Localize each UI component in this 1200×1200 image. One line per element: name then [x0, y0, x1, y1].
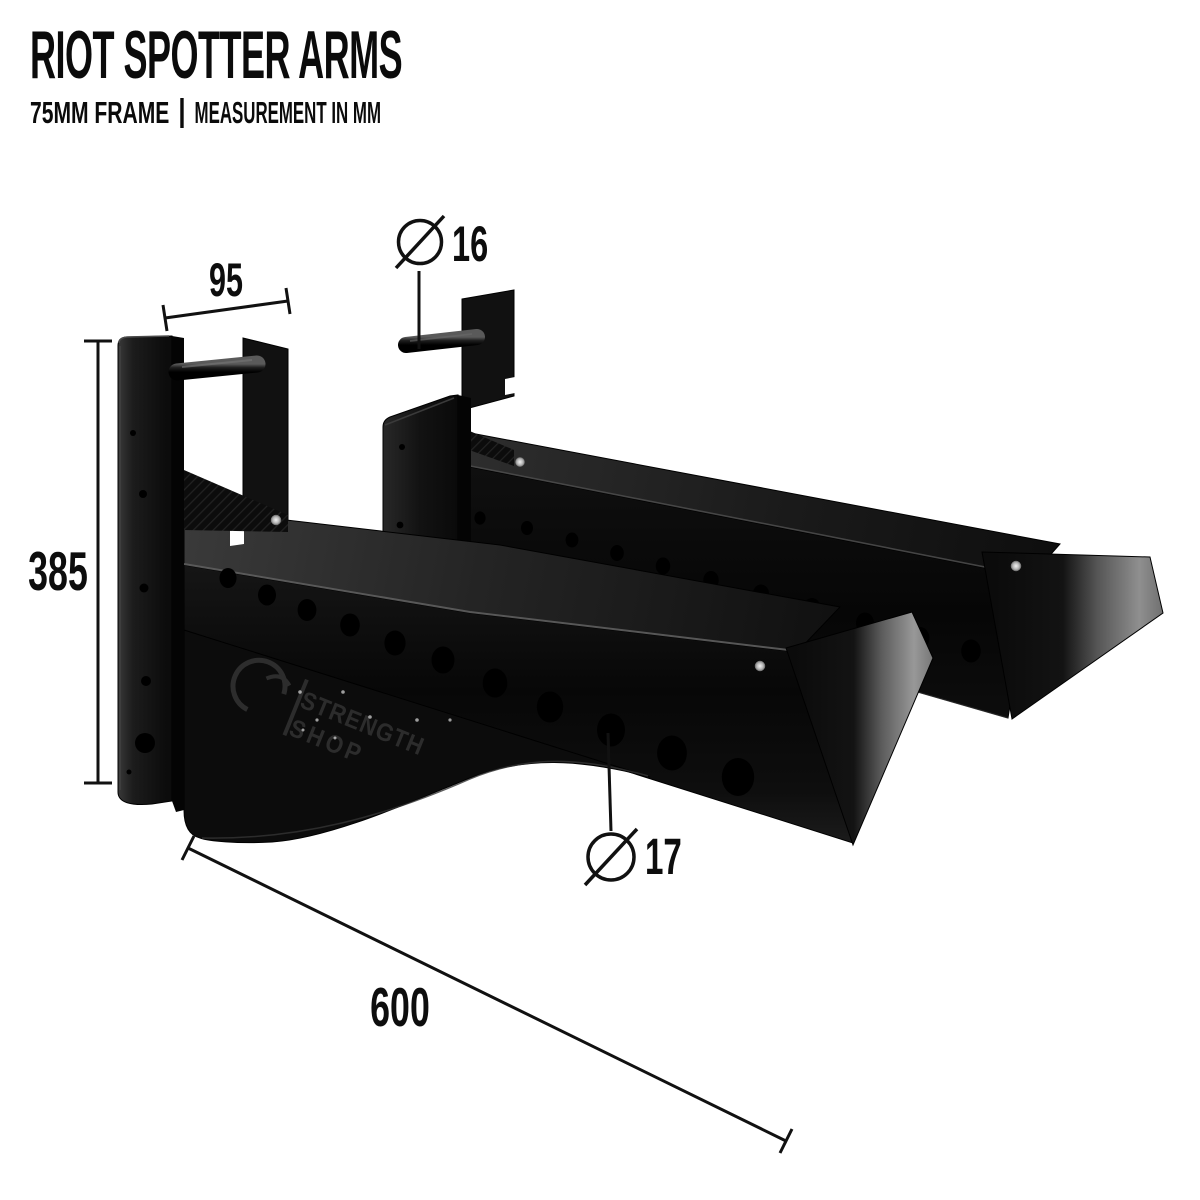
arm-skirt	[183, 629, 651, 844]
back-plate-holes	[126, 430, 155, 775]
arm-front-edge-highlight	[459, 463, 1032, 577]
screw	[270, 514, 282, 526]
back-plate-top-highlight	[384, 397, 455, 426]
dimension-17-label: 17	[645, 829, 682, 886]
leader-line	[606, 732, 613, 832]
back-plate-side	[172, 336, 184, 812]
dimension-385-label: 385	[28, 540, 88, 602]
dimension-annotations: 95 16 385 600	[28, 214, 794, 1154]
spotter-arm-left: STRENGTH SHOP	[117, 335, 934, 847]
dimension-385: 385	[28, 339, 112, 785]
weight-pin	[168, 355, 266, 381]
dimension-600-label: 600	[370, 976, 430, 1038]
logo-speckles	[298, 690, 452, 740]
hook-notch	[505, 377, 515, 395]
diameter-symbol-icon	[586, 832, 636, 882]
screw	[1010, 560, 1022, 572]
page-subtitle: 75MM FRAME MEASUREMENT IN MM	[30, 97, 507, 128]
callout-diameter-16: 16	[394, 214, 488, 349]
dimension-16-label: 16	[452, 216, 488, 272]
hook-plate	[461, 289, 515, 411]
dimension-95: 95	[161, 254, 292, 332]
diameter-symbol-icon	[396, 218, 444, 266]
callout-diameter-17: 17	[583, 732, 682, 887]
weld-gusset	[184, 470, 288, 532]
page-title: RIOT SPOTTER ARMS	[30, 17, 403, 93]
dimension-600: 600	[180, 835, 794, 1154]
title-block: RIOT SPOTTER ARMS 75MM FRAME MEASUREMENT…	[30, 17, 732, 128]
skirt-arch-highlight	[201, 760, 649, 839]
dimension-95-label: 95	[209, 254, 243, 306]
diameter-symbol-slash	[583, 827, 639, 887]
arm-tip-flap	[981, 551, 1164, 720]
subtitle-divider	[180, 97, 184, 128]
arm-hole-row	[219, 568, 755, 796]
weight-pin-highlight	[181, 359, 253, 368]
brand-emblem-icon-inner	[265, 674, 292, 687]
diameter-symbol-slash	[394, 214, 446, 270]
weld-gusset	[458, 426, 514, 466]
back-plate-top-highlight	[118, 335, 170, 344]
arm-front-edge-highlight	[183, 563, 798, 652]
back-plate-holes	[396, 444, 405, 529]
screw	[754, 660, 766, 672]
arm-tip-flap	[785, 611, 934, 847]
brand-logo-divider	[282, 678, 309, 737]
subtitle-units-note: MEASUREMENT IN MM	[194, 95, 381, 131]
screw	[515, 457, 525, 467]
subtitle-frame-size: 75MM FRAME	[30, 95, 170, 131]
